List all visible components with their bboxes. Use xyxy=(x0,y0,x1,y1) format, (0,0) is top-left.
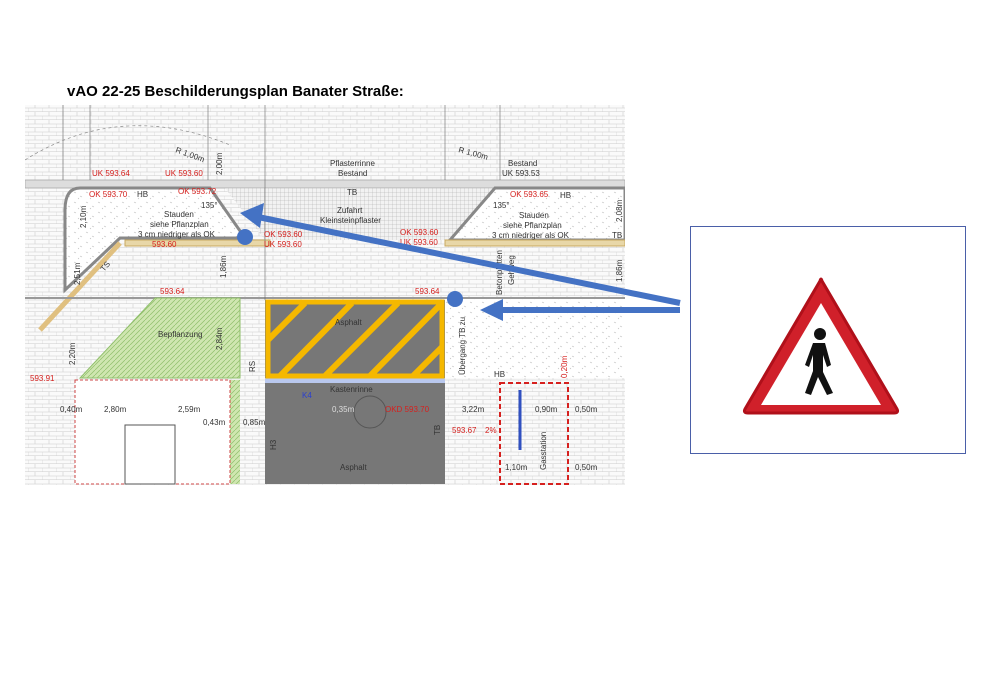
label: OK 593.72 xyxy=(178,187,217,196)
plan-labels: UK 593.64 OK 593.70 HB UK 593.60 OK 593.… xyxy=(30,145,624,472)
label: 0,40m xyxy=(60,405,83,414)
label: 2,10m xyxy=(79,205,88,228)
label: OK 593.70 xyxy=(89,190,128,199)
label: 2,20m xyxy=(68,342,77,365)
label: HB xyxy=(137,190,148,199)
label: Asphalt xyxy=(335,318,362,327)
label: 135° xyxy=(493,201,510,210)
label: OK 593.65 xyxy=(510,190,549,199)
label: 135° xyxy=(201,201,218,210)
label: H3 xyxy=(269,439,278,450)
label: 0,35m xyxy=(332,405,355,414)
pedestrian-warning-sign-icon xyxy=(742,277,900,415)
label: siehe Pflanzplan xyxy=(150,220,209,229)
label: 593.91 xyxy=(30,374,55,383)
label: HB xyxy=(560,191,571,200)
document-title: vAO 22-25 Beschilderungsplan Banater Str… xyxy=(67,83,404,100)
label: RS xyxy=(248,361,257,372)
label: 2,00m xyxy=(215,152,224,175)
label: 0,85m xyxy=(243,418,266,427)
label: Kleinsteinpflaster xyxy=(320,216,381,225)
label: 593.60 xyxy=(152,240,177,249)
label: Stauden xyxy=(519,211,549,220)
label: TB xyxy=(347,188,357,197)
label: 0,50m xyxy=(575,463,598,472)
label: UK 593.60 xyxy=(400,238,438,247)
label: 1,86m xyxy=(219,255,228,278)
label: siehe Pflanzplan xyxy=(503,221,562,230)
arrow-head xyxy=(240,203,264,228)
label: Stauden xyxy=(164,210,194,219)
label: HB xyxy=(494,370,505,379)
label: 3 cm niedriger als OK xyxy=(138,230,216,239)
sign-location-arrows xyxy=(237,203,681,321)
label: Kastenrinne xyxy=(330,385,373,394)
label: 593.64 xyxy=(415,287,440,296)
label: UK 593.64 xyxy=(92,169,130,178)
label: TB xyxy=(433,425,442,435)
label: Gasstation xyxy=(539,432,548,470)
label: UK 593.60 xyxy=(264,240,302,249)
label: 593.67 xyxy=(452,426,477,435)
label: UK 593.53 xyxy=(502,169,540,178)
label: 593.64 xyxy=(160,287,185,296)
label: OK 593.60 xyxy=(400,228,439,237)
label: 2,08m xyxy=(615,199,624,222)
label: Übergang TB zu xyxy=(458,317,467,375)
hatched-zone xyxy=(265,299,445,379)
label: 2,84m xyxy=(215,327,224,350)
label: 2,80m xyxy=(104,405,127,414)
label: UK 593.60 xyxy=(165,169,203,178)
label: OKD 593.70 xyxy=(385,405,430,414)
label: K4 xyxy=(302,391,312,400)
arrow-head xyxy=(480,299,503,321)
label: Pflasterrinne xyxy=(330,159,375,168)
label: Zufahrt xyxy=(337,206,363,215)
label: 2% xyxy=(485,426,497,435)
label: Betonplatten xyxy=(495,250,504,295)
label: 0,50m xyxy=(575,405,598,414)
label: 2,59m xyxy=(178,405,201,414)
label: 3 cm niedriger als OK xyxy=(492,231,570,240)
sign-location-marker xyxy=(237,229,253,245)
sign-image-box xyxy=(690,226,966,454)
label: 2,51m xyxy=(73,262,82,285)
arrow-line xyxy=(257,214,681,306)
label: OK 593.60 xyxy=(264,230,303,239)
label: Bestand xyxy=(508,159,537,168)
label: 1,86m xyxy=(615,259,624,282)
label: 0,20m xyxy=(560,355,569,378)
label: Bepflanzung xyxy=(158,330,202,339)
label: TB xyxy=(612,231,622,240)
label: Bestand xyxy=(338,169,367,178)
label: 3,22m xyxy=(462,405,485,414)
label: 0,43m xyxy=(203,418,226,427)
label: 0,90m xyxy=(535,405,558,414)
sign-location-marker xyxy=(447,291,463,307)
label: 1,10m xyxy=(505,463,528,472)
label: Asphalt xyxy=(340,463,367,472)
